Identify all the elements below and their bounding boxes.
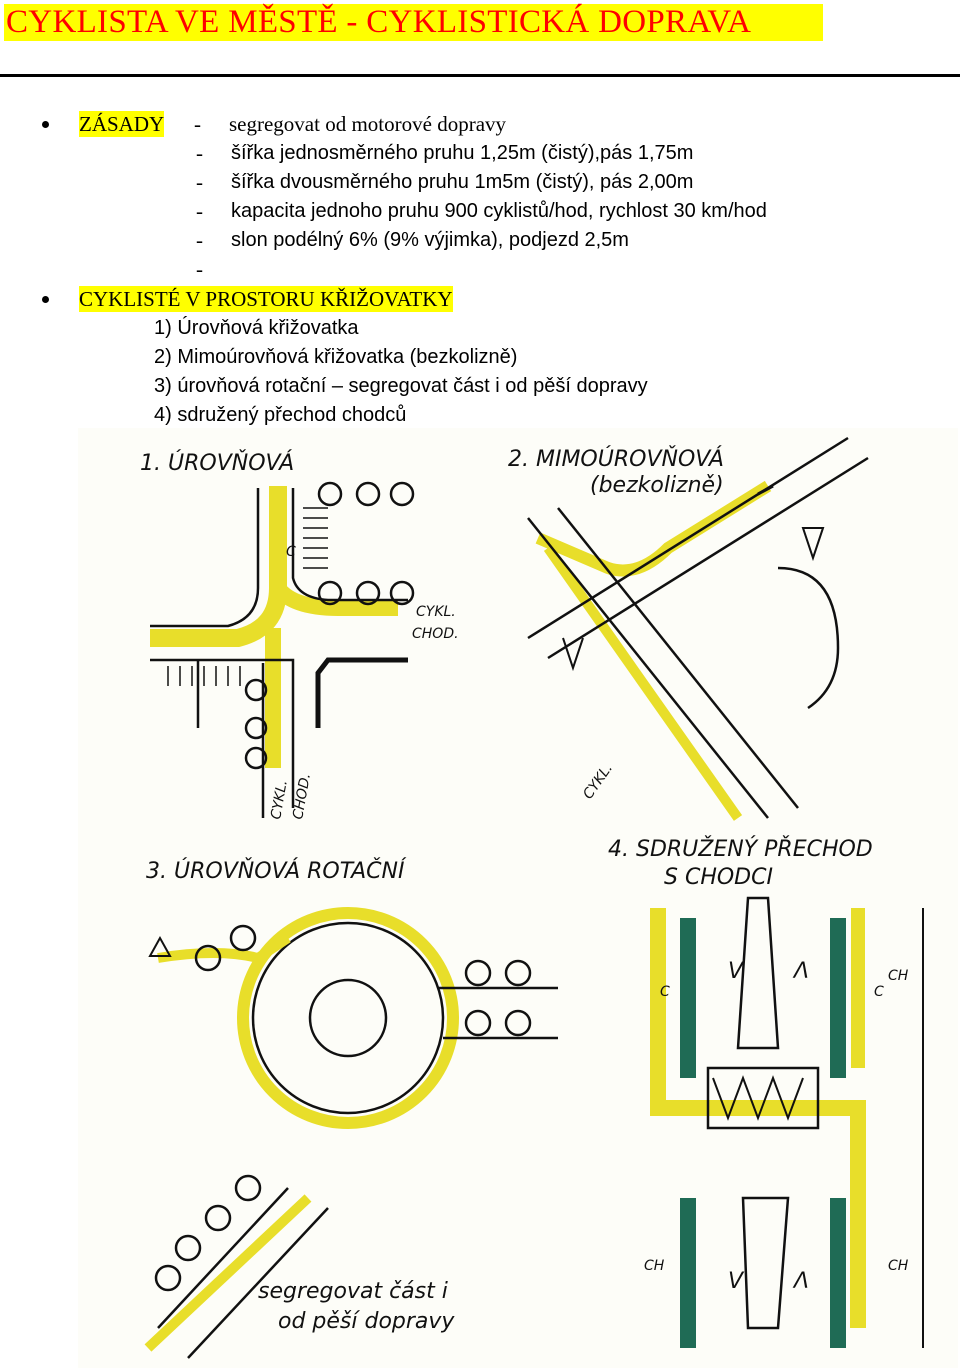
sketch-4-c-left: C [660,984,670,1000]
sketch-3-note-1: segregovat část i [258,1279,448,1304]
sketch-4-v-top: V [728,959,745,984]
divider [0,74,960,77]
sketch-1-c: C [286,544,296,560]
dash: - [196,228,203,252]
zasady-line: kapacita jednoho pruhu 900 cyklistů/hod,… [231,200,767,222]
zasady-line: segregovat od motorové dopravy [229,112,507,136]
dash: - [196,170,203,194]
sketch-2-title: 2. MIMOÚROVŇOVÁ [508,446,724,472]
sketch-1-level-intersection [150,481,415,818]
sketch-4-lambda-bottom: Λ [792,1269,809,1294]
bullet [42,296,49,303]
sketch-1-cykl: CYKL. [416,604,456,620]
dash: - [196,257,203,281]
zasady-line: šířka dvousměrného pruhu 1m5m (čistý), p… [231,171,694,193]
sketch-4-combined-crossing [650,896,924,1348]
zasady-line: slon podélný 6% (9% výjimka), podjezd 2,… [231,229,629,251]
sketch-4-ch-top: CH [888,968,909,984]
crossing-item: 4) sdružený přechod chodců [154,404,407,426]
page-title: CYKLISTA VE MĚSTĚ - CYKLISTICKÁ DOPRAVA [4,4,823,41]
sketch-1-cykl-vertical: CYKL. [268,779,291,821]
sketch-4-v-bottom: V [728,1269,745,1294]
sketch-4-subtitle: S CHODCI [664,865,773,890]
zasady-line: šířka jednosměrného pruhu 1,25m (čistý),… [231,142,694,164]
intersection-sketches: 1. ÚROVŇOVÁ C CYKL. CHOD. CYKL. CHOD. 2.… [78,428,958,1368]
sketch-4-ch-bottom-right: CH [888,1258,909,1274]
sketch-3-note-2: od pěší dopravy [278,1309,455,1334]
sketch-4-c-right: C [874,984,884,1000]
sketch-2-subtitle: (bezkolizně) [590,473,724,498]
zasady-label: ZÁSADY [79,111,165,137]
sketch-2-grade-separated [527,436,869,821]
sketch-3-roundabout [144,907,558,1359]
crossing-item: 1) Úrovňová křižovatka [154,317,359,339]
sketch-1-chod-vertical: CHOD. [290,772,314,821]
sketch-1-title: 1. ÚROVŇOVÁ [140,450,294,476]
dash: - [194,112,201,136]
sketch-4-ch-bottom-left: CH [644,1258,665,1274]
crossing-label: CYKLISTÉ V PROSTORU KŘIŽOVATKY [79,286,453,312]
dash: - [196,141,203,165]
bullet [42,121,49,128]
sketch-4-title: 4. SDRUŽENÝ PŘECHOD [608,836,873,862]
sketch-4-lambda-top: Λ [792,959,809,984]
crossing-item: 3) úrovňová rotační – segregovat část i … [154,375,648,397]
dash: - [196,199,203,223]
sketch-3-title: 3. ÚROVŇOVÁ ROTAČNÍ [146,858,407,884]
crossing-item: 2) Mimoúrovňová křižovatka (bezkolizně) [154,346,518,368]
sketch-1-chod: CHOD. [412,626,459,642]
